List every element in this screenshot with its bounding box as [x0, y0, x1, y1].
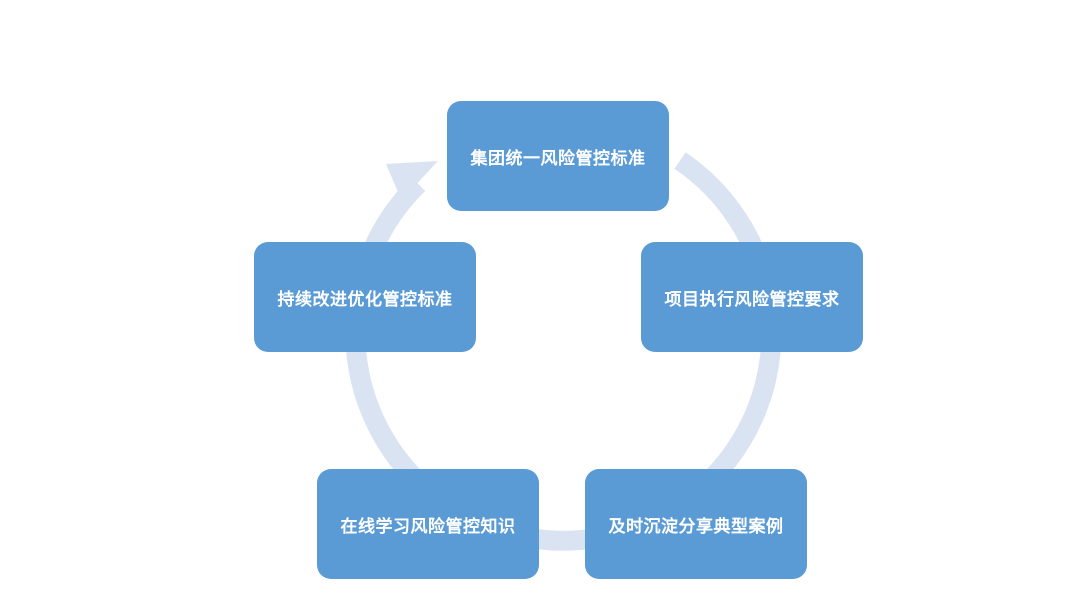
- cycle-node-share-cases: 及时沉淀分享典型案例: [585, 469, 807, 579]
- cycle-arrowhead: [386, 161, 438, 200]
- cycle-node-label: 持续改进优化管控标准: [277, 289, 453, 310]
- cycle-node-label: 集团统一风险管控标准: [470, 148, 646, 169]
- cycle-node-group-standard: 集团统一风险管控标准: [447, 101, 669, 211]
- cycle-node-label: 项目执行风险管控要求: [664, 289, 840, 310]
- cycle-node-project-requirements: 项目执行风险管控要求: [641, 242, 863, 352]
- cycle-node-label: 及时沉淀分享典型案例: [608, 516, 784, 537]
- cycle-node-continuous-improvement: 持续改进优化管控标准: [254, 242, 476, 352]
- cycle-node-online-learning: 在线学习风险管控知识: [317, 469, 539, 579]
- cycle-node-label: 在线学习风险管控知识: [340, 516, 516, 537]
